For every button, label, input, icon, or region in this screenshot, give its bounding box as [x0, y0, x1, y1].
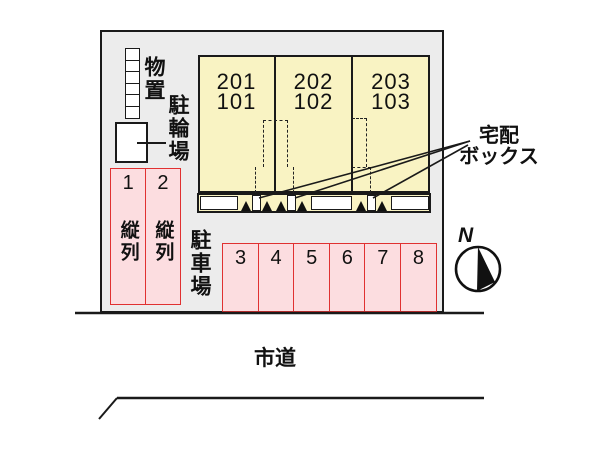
entrance-step: [200, 196, 238, 210]
parking-stall-7: 7: [364, 243, 402, 312]
parking-lot-label: 駐車場: [188, 229, 211, 298]
entrance-outline: [263, 120, 288, 167]
stall-number: 1: [122, 172, 134, 194]
parking-stall-8: 8: [399, 243, 437, 312]
entrance-outline: [352, 167, 371, 193]
unit-number-upper: 202: [293, 69, 334, 94]
stall-number: 2: [157, 172, 169, 194]
city-road-label: 市道: [254, 347, 296, 370]
parking-stall-4: 4: [257, 243, 295, 312]
unit-divider: [274, 55, 276, 193]
bicycle-parking-label: 駐輪場: [166, 94, 189, 163]
tandem-parking: 1 縦列 2 縦列: [110, 168, 181, 305]
stall-number: 6: [341, 247, 353, 269]
compass-north-label: N: [458, 224, 474, 247]
unit-101-201: 201 101: [198, 69, 275, 114]
entry-marker-icon: [262, 201, 272, 211]
delivery-box-label: 宅配 ボックス: [450, 126, 548, 168]
compass-icon: [454, 245, 502, 293]
delivery-box: [367, 195, 376, 211]
entrance-step: [391, 196, 429, 210]
entry-marker-icon: [241, 201, 251, 211]
parking-stall-3: 3: [222, 243, 260, 312]
unit-number-lower: 103: [371, 89, 411, 114]
delivery-box: [287, 195, 296, 211]
entry-marker-icon: [377, 201, 387, 211]
parking-stall-2: 2 縦列: [144, 168, 181, 305]
storage-cell: [125, 105, 140, 119]
bicycle-parking-area: [115, 122, 148, 163]
parking-stall-5: 5: [293, 243, 331, 312]
stall-number: 4: [270, 247, 282, 269]
entrance-step: [311, 196, 352, 210]
stall-number: 5: [306, 247, 318, 269]
unit-103-203: 203 103: [352, 69, 430, 114]
unit-102-202: 202 102: [275, 69, 352, 114]
parking-stall-6: 6: [328, 243, 366, 312]
entrance-outline: [352, 118, 367, 167]
unit-number-lower: 102: [293, 89, 334, 114]
unit-number-upper: 203: [371, 69, 411, 94]
stall-type-label: 縦列: [117, 220, 139, 264]
storage-units: [125, 48, 140, 119]
stall-type-label: 縦列: [152, 220, 174, 264]
entrance-outline: [255, 167, 294, 193]
entry-marker-icon: [356, 201, 366, 211]
parking-row: 3 4 5 6 7 8: [222, 243, 437, 312]
storage-label: 物置: [142, 56, 165, 102]
unit-number-upper: 201: [216, 69, 257, 94]
parking-stall-1: 1 縦列: [110, 168, 147, 305]
unit-number-lower: 101: [216, 89, 257, 114]
delivery-box: [252, 195, 261, 211]
stall-number: 3: [234, 247, 247, 269]
entry-marker-icon: [297, 201, 307, 211]
delivery-box-label-line2: ボックス: [459, 146, 539, 168]
stall-number: 8: [412, 247, 424, 269]
unit-divider: [351, 55, 353, 193]
delivery-box-label-line1: 宅配: [479, 125, 519, 147]
entry-marker-icon: [276, 201, 286, 211]
stall-number: 7: [377, 247, 389, 269]
